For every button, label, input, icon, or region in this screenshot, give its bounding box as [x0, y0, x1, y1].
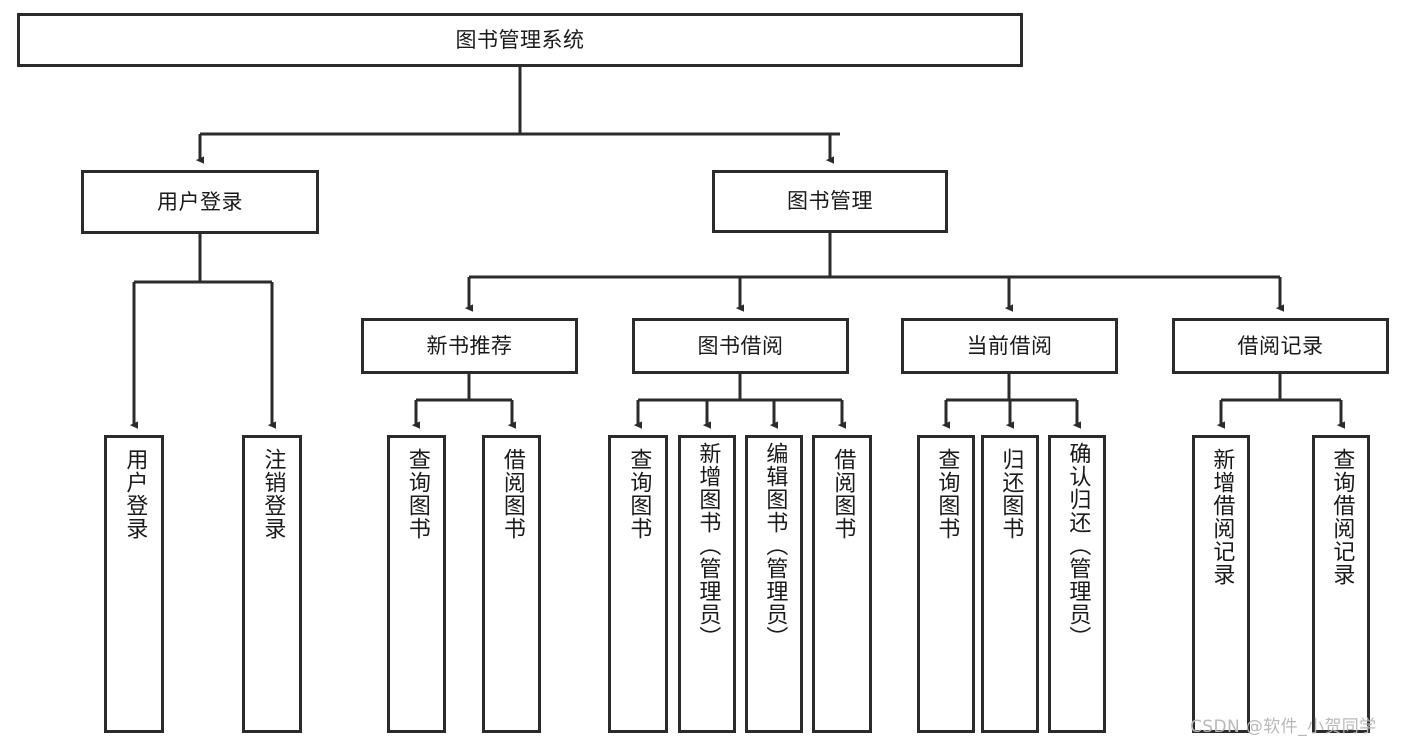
node-leaf-borrow-book-1[interactable]: 借阅图书 — [482, 435, 541, 733]
node-book-borrow-label: 图书借阅 — [697, 333, 784, 358]
node-leaf-borrow-book-1-label: 借阅图书 — [499, 448, 525, 540]
node-leaf-query-book-2[interactable]: 查询图书 — [608, 435, 668, 733]
node-current-borrow[interactable]: 当前借阅 — [901, 318, 1118, 374]
node-leaf-edit-book-admin[interactable]: 编辑图书（管理员） — [745, 435, 803, 733]
node-new-book-recommend[interactable]: 新书推荐 — [361, 318, 578, 374]
node-leaf-query-borrow-record-label: 查询借阅记录 — [1329, 448, 1355, 586]
node-leaf-add-book-admin[interactable]: 新增图书（管理员） — [678, 435, 736, 733]
node-user-login[interactable]: 用户登录 — [81, 170, 319, 234]
node-leaf-borrow-book-2[interactable]: 借阅图书 — [812, 435, 872, 733]
node-leaf-confirm-return-admin-label: 确认归还（管理员） — [1065, 442, 1091, 649]
node-leaf-query-book-3[interactable]: 查询图书 — [917, 435, 975, 733]
node-user-login-label: 用户登录 — [157, 189, 243, 214]
watermark-text: CSDN @软件_小贺同学 — [1190, 717, 1377, 737]
node-root[interactable]: 图书管理系统 — [17, 13, 1023, 67]
node-leaf-query-book-2-label: 查询图书 — [626, 448, 652, 540]
node-new-book-recommend-label: 新书推荐 — [426, 333, 513, 358]
node-current-borrow-label: 当前借阅 — [966, 333, 1053, 358]
node-leaf-edit-book-admin-label: 编辑图书（管理员） — [762, 442, 788, 649]
node-leaf-user-login[interactable]: 用户登录 — [104, 435, 164, 733]
node-leaf-query-book-1-label: 查询图书 — [404, 448, 430, 540]
node-root-label: 图书管理系统 — [455, 27, 585, 52]
node-leaf-confirm-return-admin[interactable]: 确认归还（管理员） — [1048, 435, 1106, 733]
node-borrow-record[interactable]: 借阅记录 — [1172, 318, 1389, 374]
node-leaf-query-book-3-label: 查询图书 — [934, 448, 960, 540]
node-leaf-return-book[interactable]: 归还图书 — [981, 435, 1039, 733]
node-leaf-user-logout[interactable]: 注销登录 — [242, 435, 302, 733]
node-leaf-query-borrow-record[interactable]: 查询借阅记录 — [1312, 435, 1370, 733]
node-leaf-add-book-admin-label: 新增图书（管理员） — [695, 442, 721, 649]
node-leaf-borrow-book-2-label: 借阅图书 — [830, 448, 856, 540]
node-leaf-user-login-label: 用户登录 — [122, 448, 148, 540]
node-leaf-add-borrow-record-label: 新增借阅记录 — [1209, 448, 1235, 586]
node-leaf-query-book-1[interactable]: 查询图书 — [387, 435, 446, 733]
node-book-manage-label: 图书管理 — [787, 189, 873, 214]
node-leaf-add-borrow-record[interactable]: 新增借阅记录 — [1192, 435, 1250, 733]
node-book-borrow[interactable]: 图书借阅 — [632, 318, 849, 374]
node-borrow-record-label: 借阅记录 — [1237, 333, 1324, 358]
node-book-manage[interactable]: 图书管理 — [712, 170, 948, 233]
node-leaf-user-logout-label: 注销登录 — [260, 448, 286, 540]
node-leaf-return-book-label: 归还图书 — [998, 448, 1024, 540]
